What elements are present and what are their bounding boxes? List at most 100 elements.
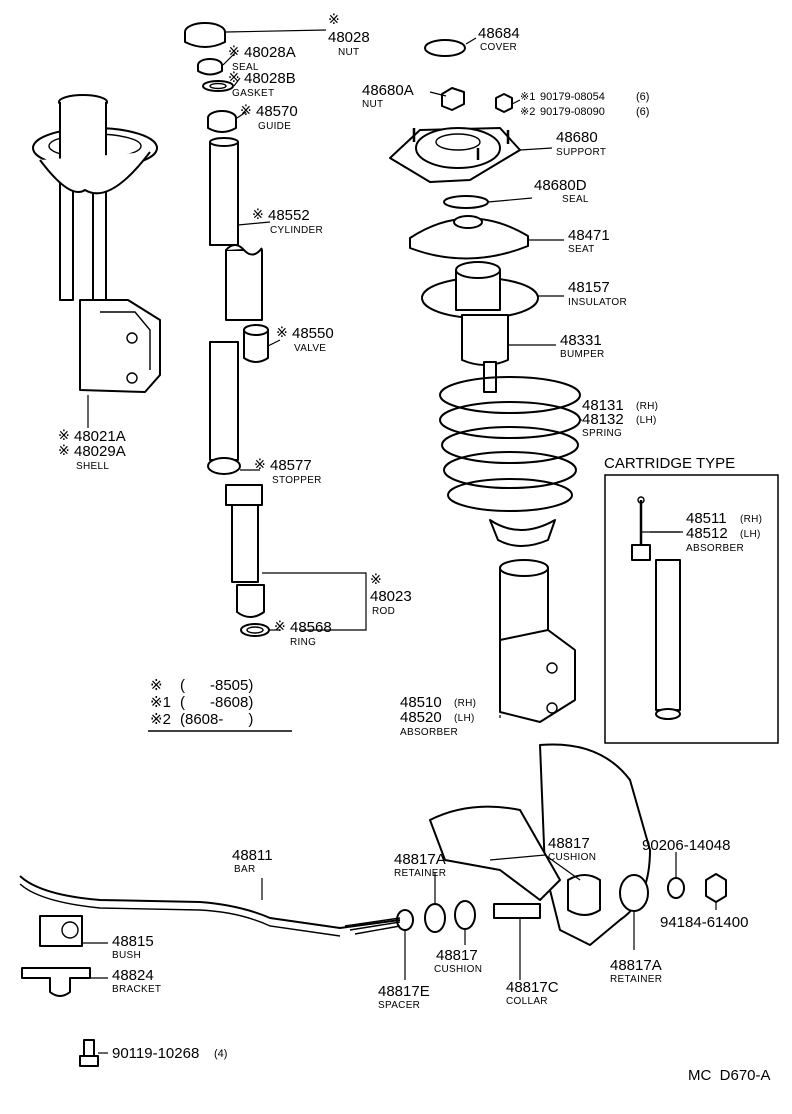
cartridge-number: 48511 xyxy=(686,510,727,527)
cover-48684-part xyxy=(424,39,466,57)
callout-number: 48550 xyxy=(292,325,334,342)
nut-94184-part xyxy=(705,873,727,903)
callout-mark: ※ xyxy=(328,12,340,28)
leader-lines xyxy=(80,29,717,1054)
callout-name: SPRING xyxy=(582,428,622,439)
callout-number: 94184-61400 xyxy=(660,914,748,931)
callout-name: CUSHION xyxy=(548,852,596,863)
callout-number: 90206-14048 xyxy=(642,837,730,854)
cartridge-number: 48512 xyxy=(686,525,728,542)
cartridge-name: ABSORBER xyxy=(686,543,744,554)
callout-number: 48029A xyxy=(74,443,126,460)
callout-number: 48028A xyxy=(244,44,296,61)
callout-side: (RH) xyxy=(636,401,658,412)
cylinder-48552-part xyxy=(209,137,263,321)
callout-mark: ※ xyxy=(228,70,240,86)
callout-number: 48824 xyxy=(112,967,154,984)
washer-part xyxy=(667,877,685,899)
callout-number: 48331 xyxy=(560,332,602,349)
legend: ※ ( -8505) ※1 ( -8608) ※2 (8608- ) xyxy=(148,677,292,732)
bolt-nut-part xyxy=(495,93,513,113)
retainer-right-part xyxy=(619,874,649,912)
callout-mark: ※ xyxy=(58,428,70,444)
callout-name: RETAINER xyxy=(610,974,662,985)
collar-part xyxy=(493,903,541,919)
callout-number: 48028B xyxy=(244,70,296,87)
callout-number: 48510 xyxy=(400,694,442,711)
callout-name: NUT xyxy=(338,47,359,58)
callout-mark: ※2 xyxy=(520,106,535,118)
callout-mark: ※ xyxy=(252,207,264,223)
rod-48023-part xyxy=(207,341,265,618)
callout-name: BUMPER xyxy=(560,349,605,360)
callout-name: GUIDE xyxy=(258,121,291,132)
retainer-left-part xyxy=(424,903,446,933)
callout-number: 48520 xyxy=(400,709,442,726)
callout-mark: ※ xyxy=(228,44,240,60)
callout-number: 48023 xyxy=(370,588,412,605)
callout-number: 48568 xyxy=(290,619,332,636)
gasket-48028b-part xyxy=(202,80,234,92)
cartridge-side: (LH) xyxy=(740,529,761,540)
absorber-part xyxy=(499,559,576,723)
callout-name: SEAL xyxy=(232,62,259,73)
callout-mark: ※ xyxy=(276,325,288,341)
guide-48570-part xyxy=(207,110,237,133)
callout-name: ABSORBER xyxy=(400,727,458,738)
callout-number: 48131 xyxy=(582,397,624,414)
callout-number: 48132 xyxy=(582,411,624,428)
callout-number: 48817C xyxy=(506,979,559,996)
spring-part xyxy=(439,376,581,547)
callout-mark: ※ xyxy=(274,619,286,635)
support-48680-part xyxy=(389,127,521,183)
cartridge-side: (RH) xyxy=(740,514,762,525)
callout-name: NUT xyxy=(362,99,383,110)
legend-mark: ※1 xyxy=(150,694,171,711)
callout-number: 48680A xyxy=(362,82,414,99)
callout-number: 48817E xyxy=(378,983,430,1000)
callout-side: (LH) xyxy=(636,415,657,426)
callout-name: BAR xyxy=(234,864,255,875)
callout-number: 48817A xyxy=(610,957,662,974)
callout-name: BRACKET xyxy=(112,984,161,995)
callout-name: CYLINDER xyxy=(270,225,323,236)
callout-number: 48684 xyxy=(478,25,520,42)
callout-name: CUSHION xyxy=(434,964,482,975)
legend-text: ( -8608) xyxy=(180,694,253,711)
drawing-code: MC D670-A xyxy=(688,1067,771,1084)
callout-name: COVER xyxy=(480,42,517,53)
legend-text: (8608- ) xyxy=(180,711,253,728)
callout-name: COLLAR xyxy=(506,996,548,1007)
cartridge-box xyxy=(604,474,779,744)
callout-qty: (6) xyxy=(636,91,649,103)
callout-number: 90179-08054 xyxy=(540,91,605,103)
callout-number: 48577 xyxy=(270,457,312,474)
cartridge-title: CARTRIDGE TYPE xyxy=(604,455,735,472)
callout-name: ROD xyxy=(372,606,395,617)
callout-name: GASKET xyxy=(232,88,274,99)
callout-name: SUPPORT xyxy=(556,147,606,158)
callout-mark: ※ xyxy=(58,443,70,459)
callout-number: 48815 xyxy=(112,933,154,950)
callout-name: STOPPER xyxy=(272,475,322,486)
insulator-48157-part xyxy=(421,261,539,319)
nut-48680a-part xyxy=(441,87,465,111)
callout-number: 48817 xyxy=(436,947,478,964)
callout-name: VALVE xyxy=(294,343,326,354)
legend-mark: ※ xyxy=(150,677,163,694)
callout-number: 48817 xyxy=(548,835,590,852)
callout-name: INSULATOR xyxy=(568,297,627,308)
callout-number: 48471 xyxy=(568,227,610,244)
callout-name: BUSH xyxy=(112,950,141,961)
legend-mark: ※2 xyxy=(150,711,171,728)
callout-number: 48680 xyxy=(556,129,598,146)
bolt-90119-part xyxy=(79,1039,99,1067)
callout-number: 90119-10268 xyxy=(112,1045,199,1062)
seal-48680d-part xyxy=(443,195,489,209)
callout-number: 48021A xyxy=(74,428,126,445)
callout-number: 48028 xyxy=(328,29,370,46)
valve-48550-part xyxy=(243,324,269,363)
callout-number: 48817A xyxy=(394,851,446,868)
callout-number: 48570 xyxy=(256,103,298,120)
